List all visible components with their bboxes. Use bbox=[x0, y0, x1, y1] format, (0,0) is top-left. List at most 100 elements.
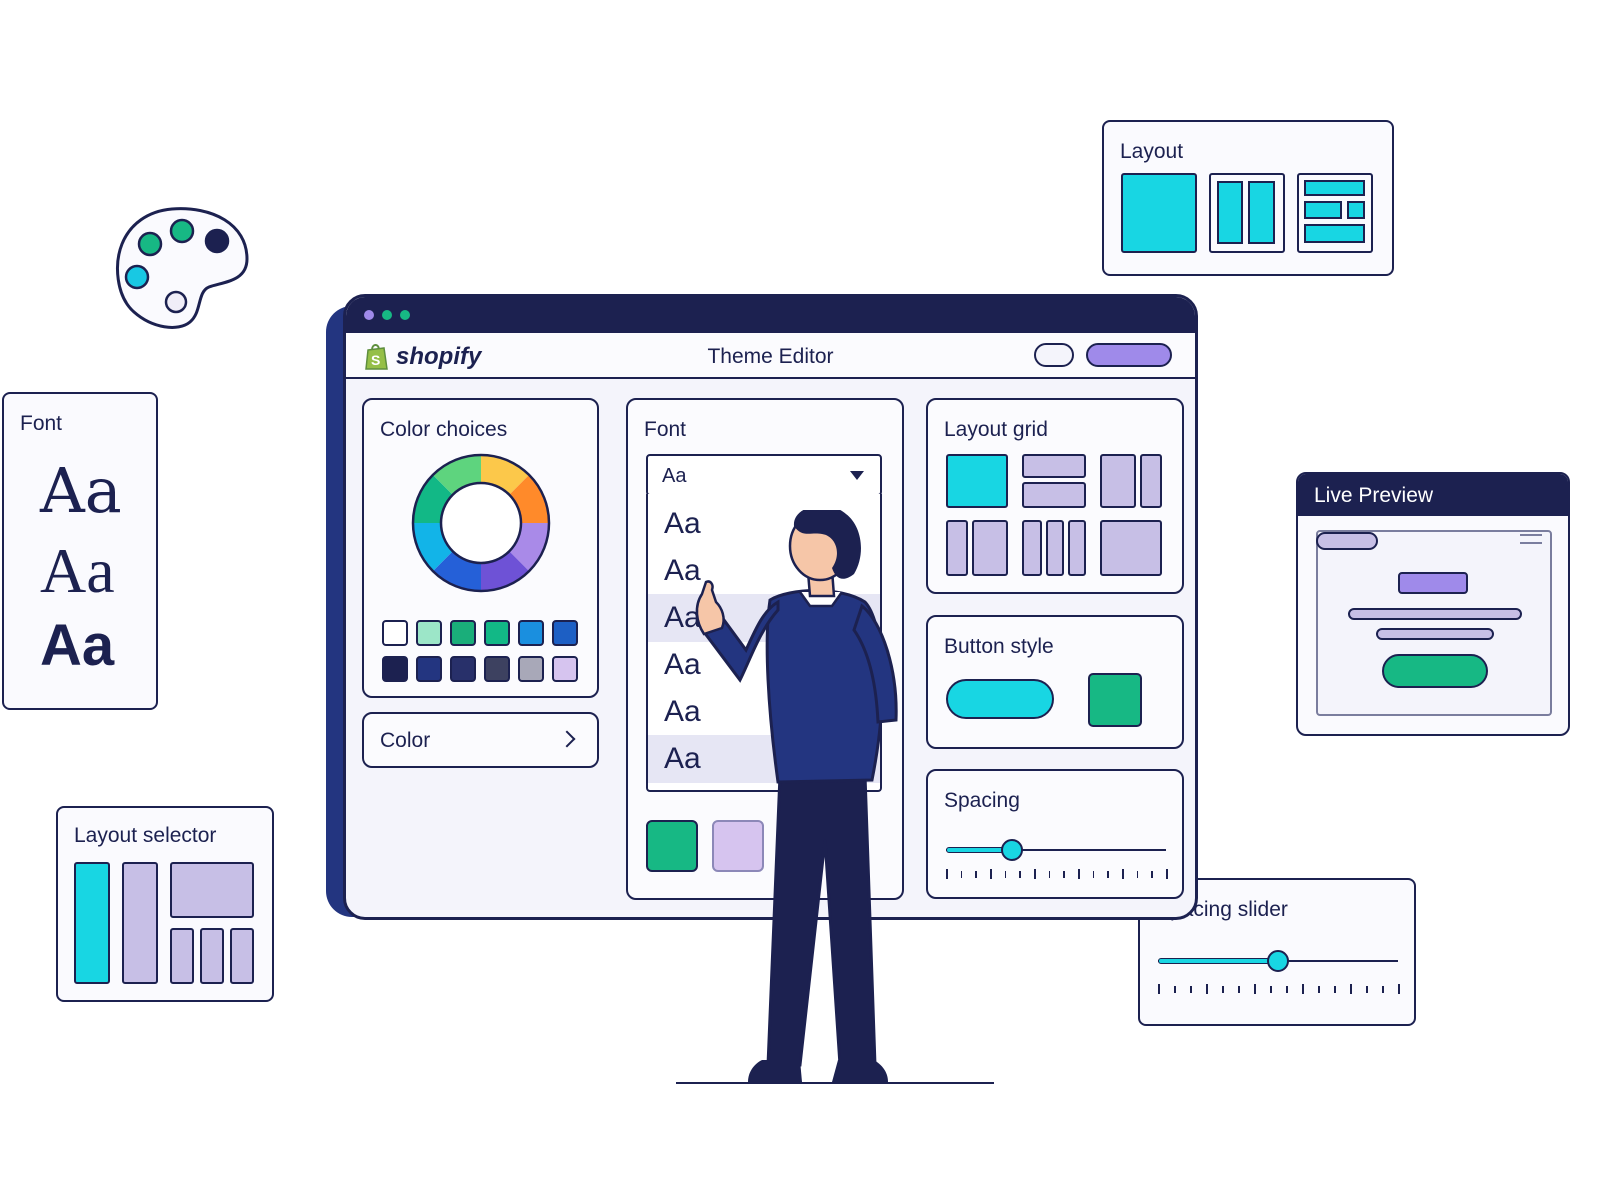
spacing-title: Spacing bbox=[944, 789, 1020, 812]
color-choices-title: Color choices bbox=[380, 418, 508, 441]
color-swatch[interactable] bbox=[552, 656, 578, 682]
font-color-swatch-lavender[interactable] bbox=[712, 820, 764, 872]
preview-text-line-2 bbox=[1376, 628, 1494, 640]
save-button[interactable] bbox=[1086, 343, 1172, 367]
slider-tick bbox=[1092, 871, 1095, 878]
person-illustration bbox=[695, 510, 898, 1082]
font-color-swatch-green[interactable] bbox=[646, 820, 698, 872]
slider-tick bbox=[1222, 986, 1224, 993]
slider-tick bbox=[1254, 984, 1256, 994]
layout-card-title: Layout bbox=[1120, 140, 1184, 163]
live-preview-title: Live Preview bbox=[1314, 484, 1434, 507]
brand-logo-text: shopify bbox=[396, 343, 482, 370]
font-select[interactable]: Aa bbox=[646, 454, 882, 496]
layout-grid-option[interactable] bbox=[1297, 173, 1373, 253]
spacing-slider-ticks bbox=[1158, 984, 1400, 996]
slider-tick bbox=[1318, 986, 1320, 993]
grid-option-three-c[interactable] bbox=[1068, 520, 1086, 576]
color-wheel[interactable] bbox=[410, 452, 552, 594]
button-style-rounded[interactable] bbox=[946, 679, 1054, 719]
layout-full-option[interactable] bbox=[1121, 173, 1197, 253]
preview-nav-pill bbox=[1316, 532, 1378, 550]
shopify-bag-icon: S bbox=[365, 344, 388, 370]
slider-tick bbox=[975, 871, 977, 878]
layout-option-col-c[interactable] bbox=[230, 928, 254, 984]
font-option-4[interactable]: Aa bbox=[664, 648, 701, 681]
color-settings-button[interactable]: Color bbox=[362, 712, 599, 768]
color-swatch[interactable] bbox=[382, 620, 408, 646]
button-style-panel: Button style bbox=[926, 615, 1184, 749]
spacing-slider-thumb[interactable] bbox=[1267, 950, 1289, 972]
color-swatch[interactable] bbox=[518, 656, 544, 682]
color-swatch[interactable] bbox=[484, 620, 510, 646]
grid-option-full-cyan[interactable] bbox=[946, 454, 1008, 508]
layout-option-header-block[interactable] bbox=[170, 862, 254, 918]
font-option-1[interactable]: Aa bbox=[664, 507, 701, 540]
app-title: Theme Editor bbox=[707, 345, 834, 368]
preview-toggle-button[interactable] bbox=[1034, 343, 1074, 367]
grid-option-three-b[interactable] bbox=[1046, 520, 1064, 576]
grid-option-rows-top[interactable] bbox=[1022, 454, 1086, 478]
color-swatch[interactable] bbox=[382, 656, 408, 682]
ground-line bbox=[676, 1082, 994, 1084]
preview-text-line-1 bbox=[1348, 608, 1522, 620]
layout-option-single-column[interactable] bbox=[74, 862, 110, 984]
layout-grid-panel: Layout grid bbox=[926, 398, 1184, 594]
slider-tick bbox=[1158, 984, 1160, 994]
window-dot-3[interactable] bbox=[400, 310, 410, 320]
slider-tick bbox=[960, 871, 963, 878]
slider-tick bbox=[1166, 869, 1168, 879]
grid-option-block[interactable] bbox=[1100, 520, 1162, 576]
chevron-right-icon bbox=[558, 730, 576, 748]
slider-tick bbox=[1174, 986, 1176, 993]
grid-option-cols-right[interactable] bbox=[1140, 454, 1162, 508]
font-card-title: Font bbox=[20, 412, 63, 435]
grid-option-cols-left[interactable] bbox=[1100, 454, 1136, 508]
slider-tick bbox=[1206, 984, 1208, 994]
color-swatch[interactable] bbox=[484, 656, 510, 682]
slider-tick bbox=[1004, 871, 1007, 878]
app-header: S shopify Theme Editor bbox=[346, 333, 1195, 379]
color-swatch[interactable] bbox=[450, 620, 476, 646]
color-swatch[interactable] bbox=[416, 656, 442, 682]
live-preview-header: Live Preview bbox=[1298, 474, 1568, 516]
color-swatch[interactable] bbox=[416, 620, 442, 646]
font-panel-title: Font bbox=[644, 418, 687, 441]
layout-selector-title: Layout selector bbox=[74, 824, 217, 847]
spacing-panel: Spacing bbox=[926, 769, 1184, 899]
grid-option-rows-bottom[interactable] bbox=[1022, 482, 1086, 508]
chevron-down-icon bbox=[850, 471, 864, 480]
slider-tick bbox=[1107, 871, 1109, 878]
spacing-thumb[interactable] bbox=[1001, 839, 1023, 861]
color-swatch[interactable] bbox=[518, 620, 544, 646]
layout-option-two-column[interactable] bbox=[122, 862, 158, 984]
layout-option-col-b[interactable] bbox=[200, 928, 224, 984]
layout-split-option[interactable] bbox=[1209, 173, 1285, 253]
preview-cta-button[interactable] bbox=[1382, 654, 1488, 688]
slider-tick bbox=[1286, 986, 1288, 993]
layout-option-col-a[interactable] bbox=[170, 928, 194, 984]
color-swatch[interactable] bbox=[552, 620, 578, 646]
spacing-ticks bbox=[946, 869, 1168, 881]
slider-tick bbox=[1019, 871, 1021, 878]
window-dot-1[interactable] bbox=[364, 310, 374, 320]
layout-selector-card: Layout selector bbox=[56, 806, 274, 1002]
font-select-value: Aa bbox=[662, 465, 687, 487]
spacing-slider-fill bbox=[1158, 958, 1278, 964]
live-preview-frame bbox=[1316, 530, 1552, 716]
slider-tick bbox=[1366, 986, 1368, 993]
font-option-2[interactable]: Aa bbox=[664, 554, 701, 587]
window-dot-2[interactable] bbox=[382, 310, 392, 320]
palette-icon bbox=[116, 207, 249, 329]
color-swatch[interactable] bbox=[450, 656, 476, 682]
font-option-5[interactable]: Aa bbox=[664, 695, 701, 728]
slider-tick bbox=[1190, 986, 1192, 993]
slider-tick bbox=[1398, 984, 1400, 994]
slider-tick bbox=[1350, 984, 1352, 994]
color-swatch-grid bbox=[382, 620, 582, 684]
button-style-square[interactable] bbox=[1088, 673, 1142, 727]
grid-option-split-b[interactable] bbox=[972, 520, 1008, 576]
grid-option-split-a[interactable] bbox=[946, 520, 968, 576]
spacing-track[interactable] bbox=[946, 849, 1166, 851]
grid-option-three-a[interactable] bbox=[1022, 520, 1042, 576]
